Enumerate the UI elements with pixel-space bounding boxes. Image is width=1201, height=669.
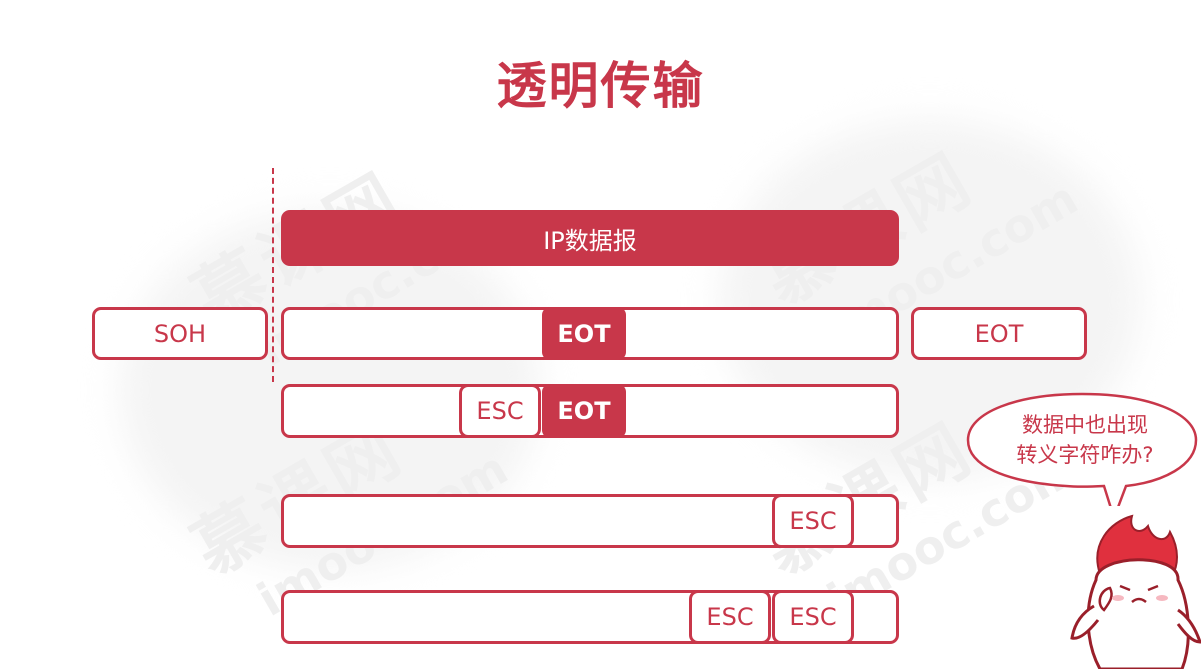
esc-label: ESC — [789, 507, 837, 535]
frame-boundary-dashed-line — [272, 168, 274, 382]
esc-label: ESC — [789, 603, 837, 631]
esc-label: ESC — [476, 397, 524, 425]
trailer-eot-label: EOT — [974, 319, 1024, 348]
trailer-eot-box: EOT — [911, 307, 1087, 360]
ip-datagram-label: IP数据报 — [543, 226, 637, 255]
soh-label: SOH — [153, 319, 207, 348]
esc-box: ESC — [772, 494, 854, 548]
page-title: 透明传输 — [496, 57, 705, 115]
eot-label: EOT — [557, 397, 611, 425]
speech-bubble — [966, 392, 1198, 506]
ip-datagram-bar: IP数据报 — [281, 210, 899, 266]
soh-box: SOH — [92, 307, 268, 360]
bubble-line-2: 转义字符咋办? — [1016, 443, 1154, 467]
esc-box: ESC — [772, 590, 854, 644]
speech-bubble-text: 数据中也出现 转义字符咋办? — [990, 410, 1180, 470]
esc-label: ESC — [706, 603, 754, 631]
mascot-icon — [1070, 514, 1201, 669]
eot-label: EOT — [557, 319, 611, 348]
esc-box: ESC — [459, 384, 541, 438]
eot-in-data-box: EOT — [542, 384, 626, 438]
esc-box: ESC — [689, 590, 771, 644]
eot-in-data-box: EOT — [542, 307, 626, 360]
bubble-line-1: 数据中也出现 — [1022, 413, 1148, 437]
